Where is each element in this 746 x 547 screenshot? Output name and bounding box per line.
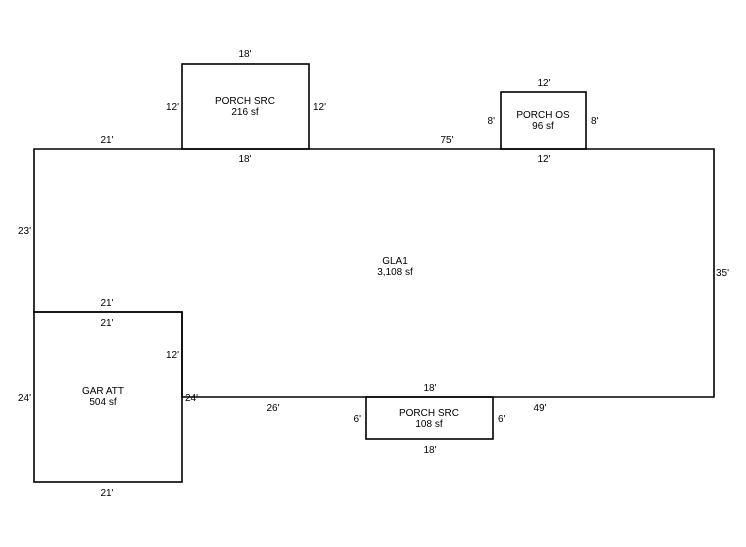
gar-att-name: GAR ATT	[82, 386, 124, 397]
porch-src-top-dim-left: 12'	[166, 102, 179, 113]
porch-os-dim-top: 12'	[537, 78, 550, 89]
gla1-dim-top-left: 21'	[100, 135, 113, 146]
porch-src-bottom-dim-bottom: 18'	[423, 445, 436, 456]
porch-src-bottom-size: 108 sf	[415, 419, 442, 430]
gla1-dim-left: 23'	[18, 226, 31, 237]
porch-src-bottom-dim-left: 6'	[354, 414, 362, 425]
gla1-dim-gar-top: 21'	[100, 298, 113, 309]
porch-os-outline[interactable]	[500, 91, 587, 150]
gla1-size: 3,108 sf	[377, 267, 413, 278]
gla1-dim-notch: 12'	[166, 350, 179, 361]
porch-os-dim-bottom: 12'	[537, 154, 550, 165]
gla1-dim-bottom-right: 49'	[533, 403, 546, 414]
porch-src-bottom-name: PORCH SRC	[399, 408, 459, 419]
porch-src-top-name: PORCH SRC	[215, 96, 275, 107]
gar-att-size: 504 sf	[89, 397, 116, 408]
gla1-dim-bottom-left: 26'	[266, 403, 279, 414]
gar-att-dim-top: 21'	[100, 318, 113, 329]
gar-att-dim-right: 24'	[185, 393, 198, 404]
porch-src-top-dim-bottom: 18'	[238, 154, 251, 165]
porch-src-bottom-outline[interactable]	[365, 396, 494, 440]
gar-att-dim-bottom: 21'	[100, 488, 113, 499]
porch-os-size: 96 sf	[532, 121, 554, 132]
gar-att-dim-left: 24'	[18, 393, 31, 404]
gla1-dim-top-mid: 75'	[440, 135, 453, 146]
porch-src-top-outline[interactable]	[181, 63, 310, 150]
gar-att-outline[interactable]	[33, 311, 183, 483]
porch-src-bottom-dim-right: 6'	[498, 414, 506, 425]
porch-src-bottom-dim-top: 18'	[423, 383, 436, 394]
gla1-dim-right: 35'	[716, 268, 729, 279]
gla1-name: GLA1	[382, 256, 408, 267]
gla1-outline[interactable]	[33, 148, 715, 398]
porch-src-top-dim-right: 12'	[313, 102, 326, 113]
porch-src-top-dim-top: 18'	[238, 49, 251, 60]
porch-os-name: PORCH OS	[516, 110, 570, 121]
porch-os-dim-left: 8'	[488, 116, 496, 127]
porch-src-top-size: 216 sf	[231, 107, 258, 118]
porch-os-dim-right: 8'	[591, 116, 599, 127]
